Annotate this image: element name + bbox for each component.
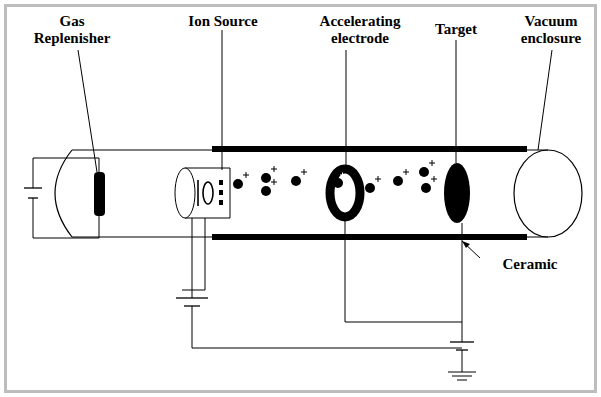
part-label: Accelerating electrode (310, 13, 410, 47)
gas-replenisher (94, 172, 105, 216)
ion-plus-on-electrode (340, 173, 345, 178)
ceramic-bar (212, 146, 527, 152)
ceramic-bar (212, 234, 527, 240)
frame (6, 6, 596, 392)
part-label: Target (421, 21, 491, 38)
tube-body (55, 150, 582, 237)
leader-arrowhead (462, 241, 470, 248)
leader-lines (78, 30, 552, 258)
ion-source (175, 168, 230, 218)
part-label: Ion Source (168, 13, 278, 30)
replenisher-circuit (24, 158, 99, 238)
part-label: Gas Replenisher (26, 13, 118, 47)
part-label: Ceramic (490, 256, 570, 273)
ion-source-grid (219, 180, 223, 205)
accelerating-electrode (330, 169, 360, 217)
part-label: Vacuum enclosure (509, 13, 593, 47)
target (444, 163, 470, 223)
supply-circuit (176, 217, 476, 380)
